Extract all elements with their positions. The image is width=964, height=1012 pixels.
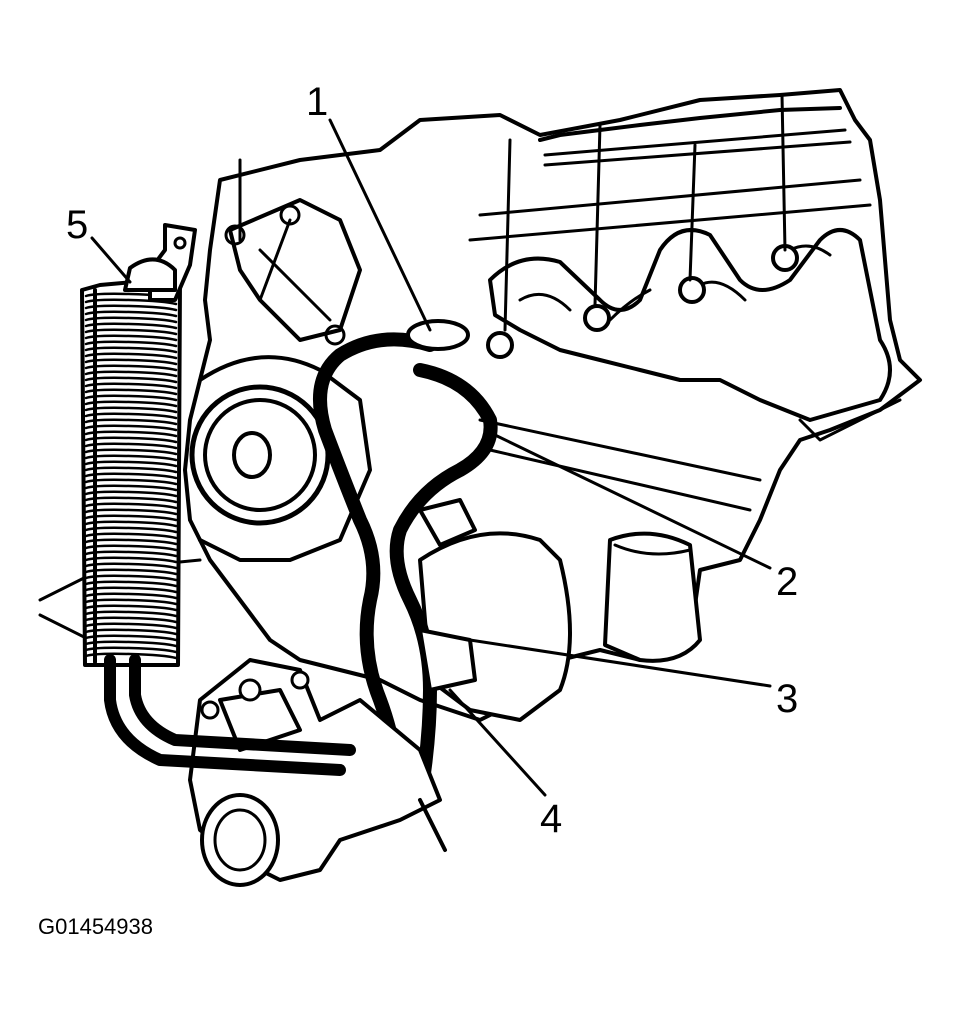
callout-5: 5: [66, 203, 88, 247]
callout-4: 4: [540, 797, 562, 841]
callout-2: 2: [776, 560, 798, 604]
leader-lines: [90, 118, 772, 797]
pressure-and-return-hoses: [313, 319, 498, 807]
power-steering-cooler: [80, 276, 182, 667]
callout-1: 1: [306, 80, 328, 124]
cooler-lines: [104, 654, 356, 776]
cooler-bracket: [123, 223, 197, 302]
figure-id: G01454938: [38, 914, 153, 939]
callout-3: 3: [776, 677, 798, 721]
